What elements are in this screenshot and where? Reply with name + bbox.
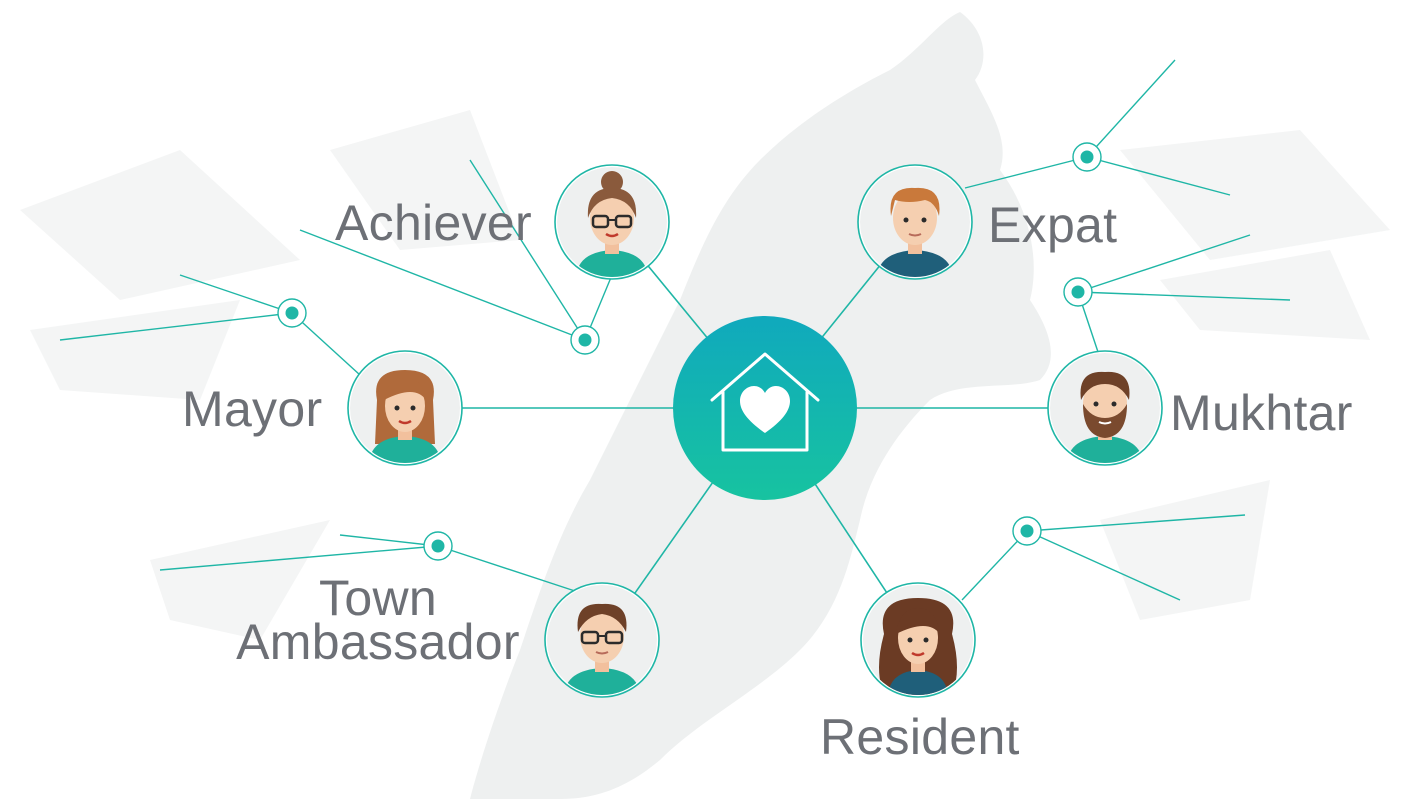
label-resident: Resident bbox=[820, 709, 1020, 765]
connector-nodes bbox=[277, 142, 1102, 561]
man-blonde-avatar bbox=[857, 164, 973, 280]
label-ambassador-line: Ambassador bbox=[236, 614, 520, 670]
woman-long-hair-avatar bbox=[347, 350, 463, 466]
label-achiever: Achiever bbox=[335, 195, 532, 251]
house-heart-icon bbox=[710, 352, 820, 452]
label-town-ambassador: Town Ambassador bbox=[230, 570, 526, 670]
woman-bun-glasses-avatar bbox=[554, 164, 670, 280]
woman-curly-hair-avatar bbox=[860, 582, 976, 698]
label-expat: Expat bbox=[988, 197, 1118, 253]
label-mukhtar: Mukhtar bbox=[1170, 385, 1353, 441]
man-glasses-avatar bbox=[544, 582, 660, 698]
label-mayor: Mayor bbox=[182, 381, 323, 437]
decorative-facets bbox=[20, 110, 1390, 640]
label-town-line: Town bbox=[319, 570, 437, 626]
bearded-man-avatar bbox=[1047, 350, 1163, 466]
outer-connectors bbox=[59, 59, 1291, 601]
hub bbox=[673, 316, 857, 500]
